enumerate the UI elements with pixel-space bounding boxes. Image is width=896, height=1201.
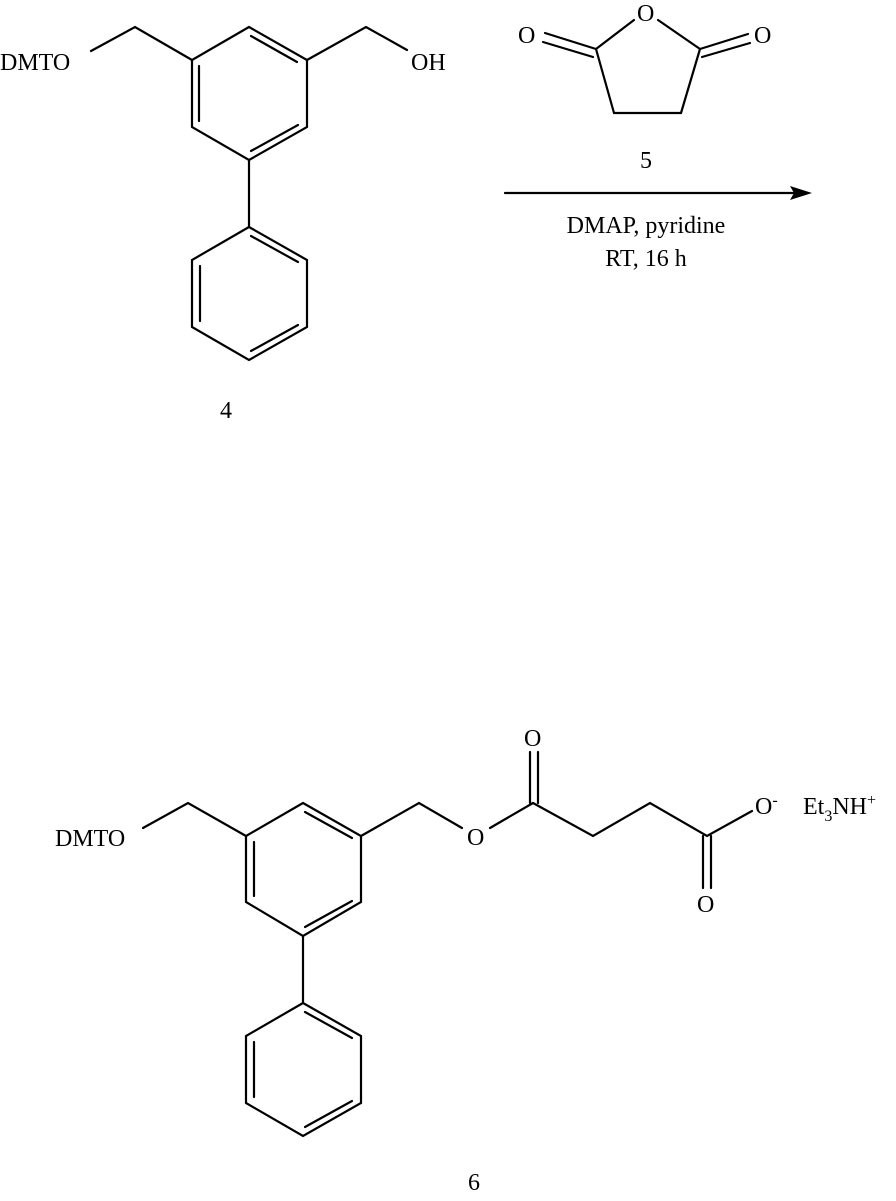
- succinyl-chain: [531, 801, 754, 838]
- right-carbonyl-oxygen-label: O: [754, 23, 771, 49]
- phenyl-ring: [190, 225, 309, 362]
- carboxylate-oxygen-label: O-: [755, 792, 778, 820]
- counterion-label: Et3NH+: [803, 792, 876, 825]
- compound-5: O O O 5: [518, 1, 771, 174]
- oh-label: OH: [411, 50, 446, 76]
- reaction-arrow: DMAP, pyridine RT, 16 h: [503, 186, 812, 272]
- dmto-label: DMTO: [0, 50, 70, 76]
- dmto-label: DMTO: [55, 826, 125, 852]
- left-carbonyl-oxygen-label: O: [518, 23, 535, 49]
- conditions-temperature-time: RT, 16 h: [605, 246, 686, 272]
- compound-4: DMTO OH 4: [0, 25, 446, 424]
- acid-carbonyl-oxygen-label: O: [697, 892, 714, 918]
- central-benzene-ring: [244, 801, 363, 938]
- compound-number-4: 4: [220, 398, 232, 424]
- ester-ch2-bond: [359, 801, 464, 838]
- ester-carbonyl-oxygen-label: O: [524, 726, 541, 752]
- ester-oxygen-label: O: [467, 825, 484, 851]
- conditions-reagents: DMAP, pyridine: [567, 213, 726, 239]
- compound-6: DMTO O O O O- Et3NH+ 6: [55, 726, 876, 1196]
- dmto-ch2-bond: [89, 25, 194, 62]
- arrow-head-icon: [790, 186, 812, 200]
- ring-oxygen-label: O: [637, 1, 654, 27]
- compound-number-6: 6: [468, 1170, 480, 1196]
- compound-number-5: 5: [640, 148, 652, 174]
- phenyl-ring: [244, 1001, 363, 1138]
- central-benzene-ring: [190, 25, 309, 162]
- hydroxymethyl-bond: [305, 25, 409, 62]
- dmto-ch2-bond: [141, 801, 248, 838]
